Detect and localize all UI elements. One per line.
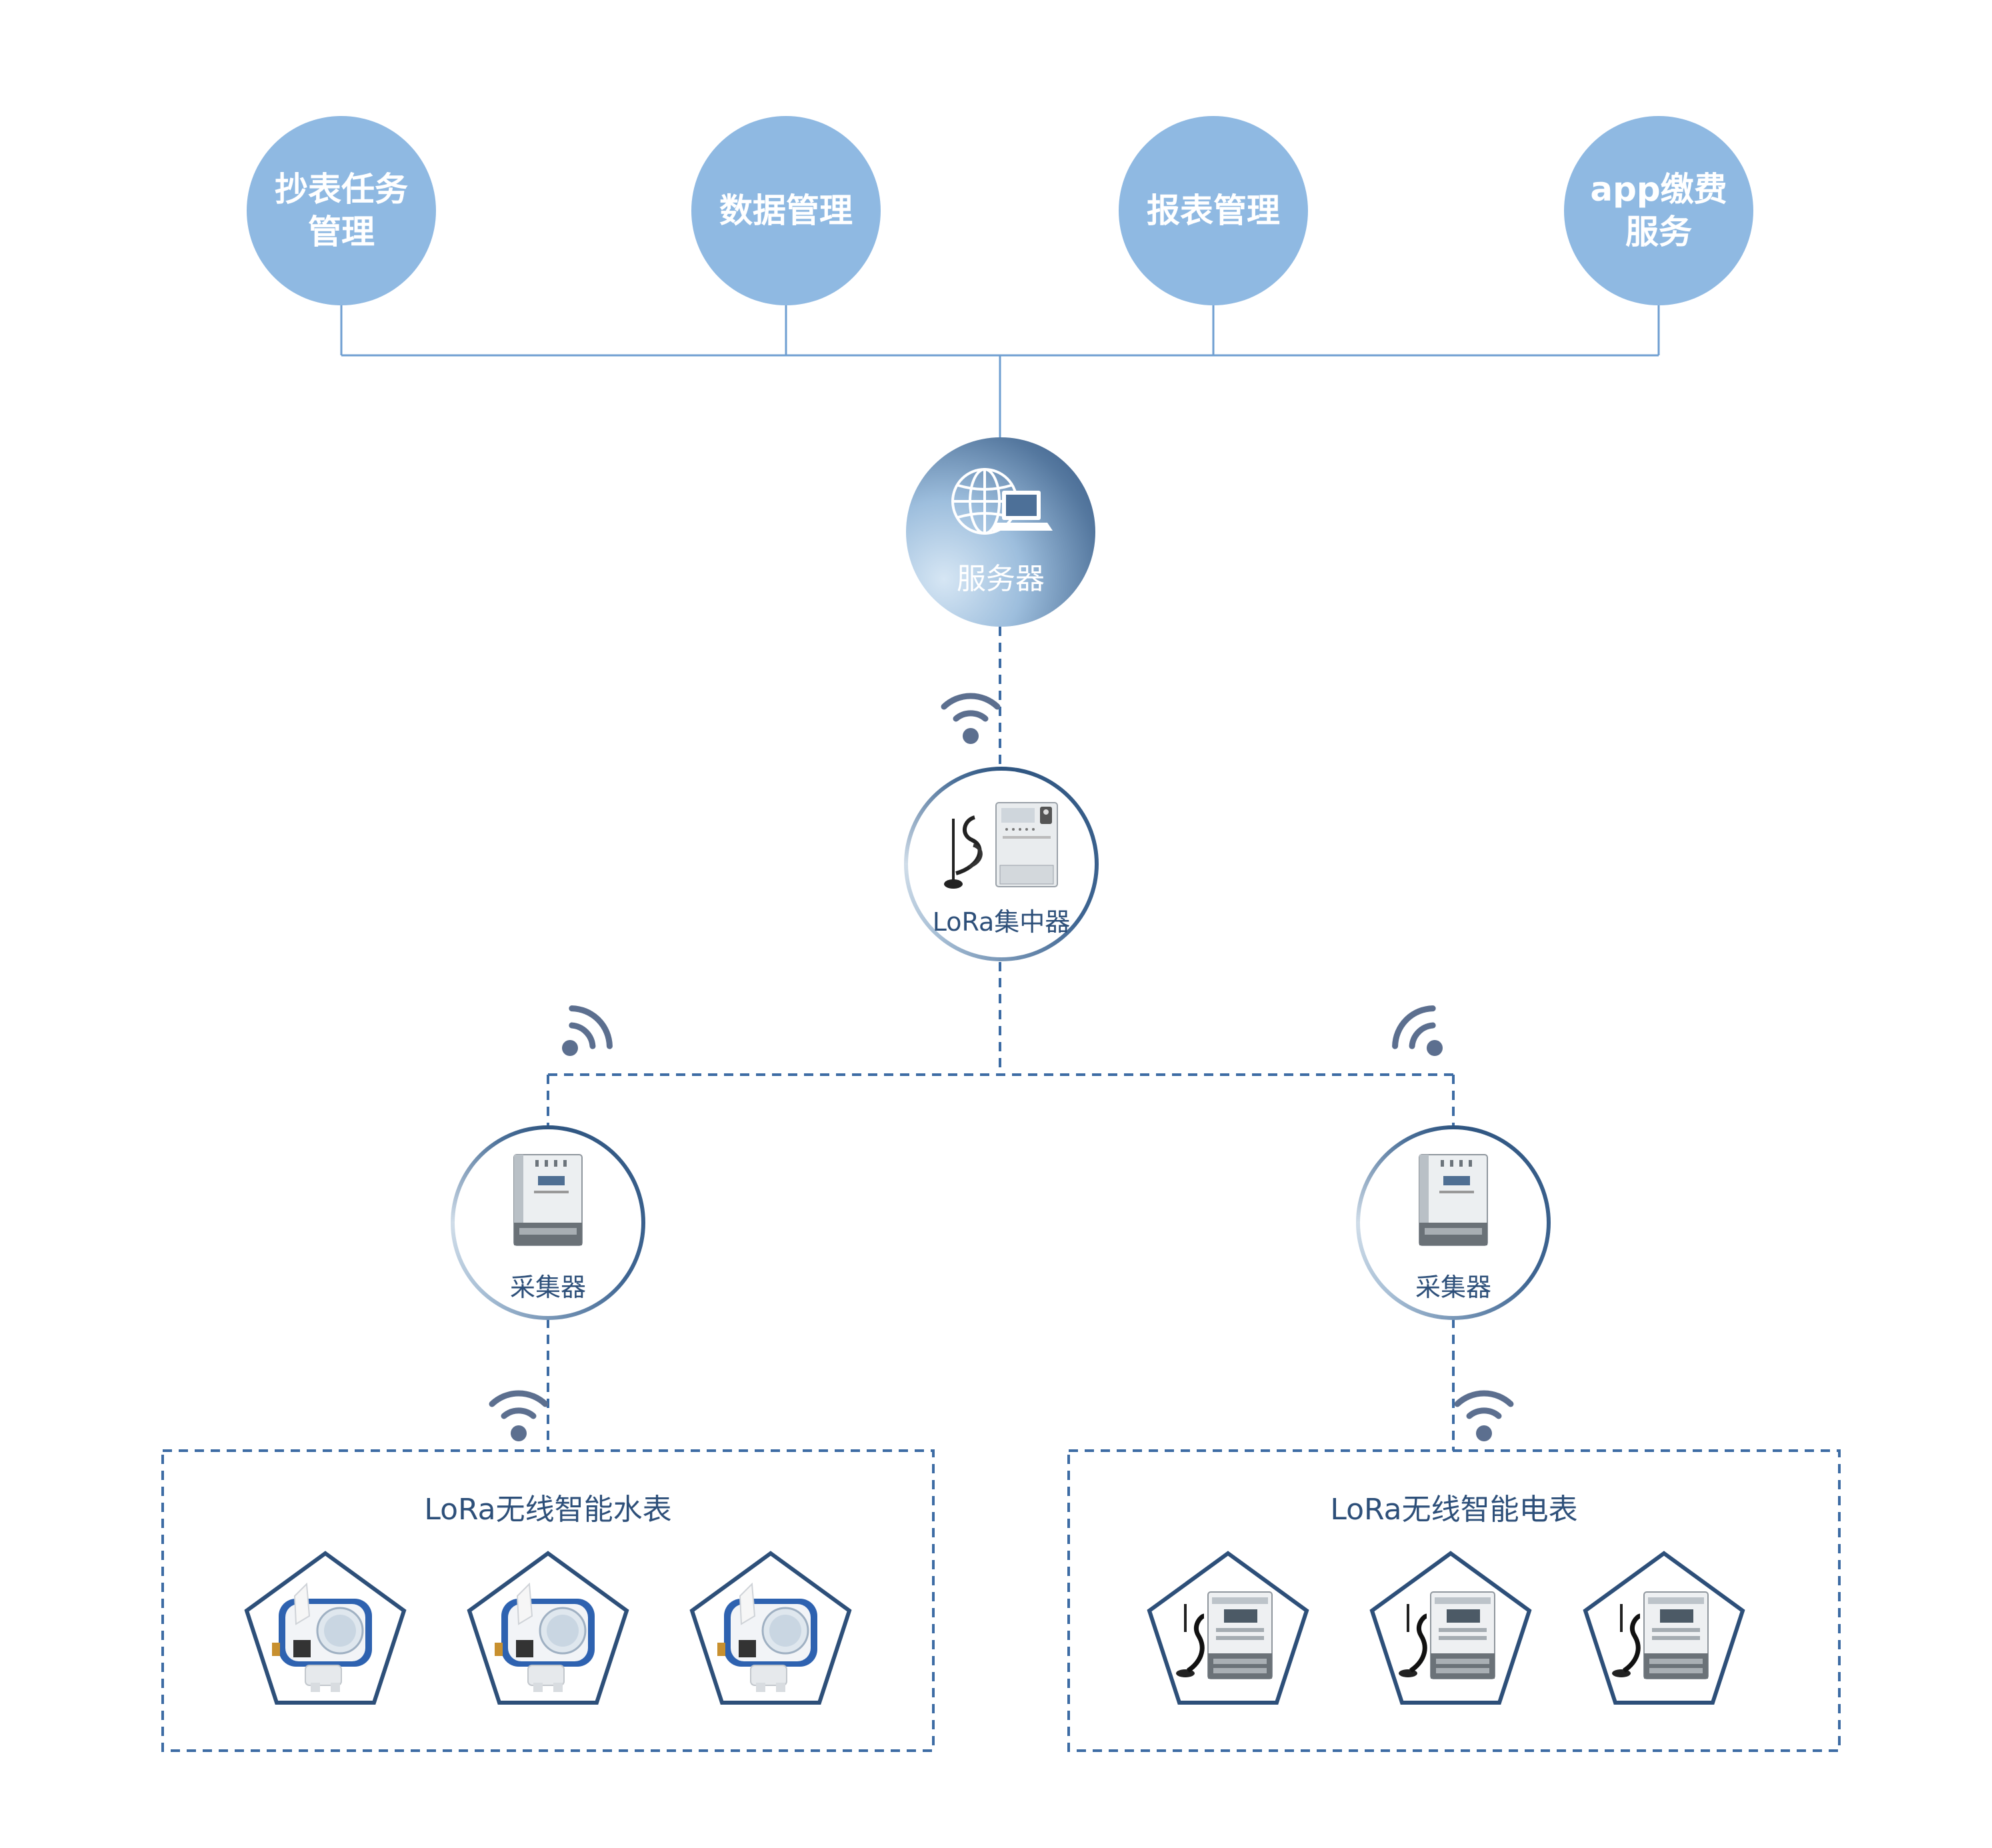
electric-meter-device[interactable] — [1372, 1553, 1529, 1703]
antenna-icon — [944, 815, 983, 889]
water-meter-device[interactable] — [247, 1553, 404, 1703]
service-label: app缴费 服务 — [1590, 168, 1727, 253]
wifi-icon — [1454, 1390, 1514, 1441]
dashed-links — [161, 627, 1841, 1752]
service-label-line: 管理 — [308, 213, 375, 251]
electric-meter-group-title: LoRa无线智能电表 — [1330, 1493, 1578, 1527]
service-label-line: 服务 — [1625, 213, 1692, 251]
collector-label: 采集器 — [509, 1273, 586, 1302]
service-report-management[interactable]: 报表管理 — [1119, 116, 1308, 305]
service-label-line: 报表管理 — [1147, 191, 1280, 230]
concentrator-node[interactable]: LoRa集中器 — [908, 771, 1095, 957]
concentrator-label: LoRa集中器 — [932, 907, 1071, 937]
service-data-management[interactable]: 数据管理 — [691, 116, 881, 305]
service-label-line: 数据管理 — [719, 191, 853, 230]
electric-meter-device[interactable] — [1585, 1553, 1743, 1703]
electric-meter-device[interactable] — [1149, 1553, 1307, 1703]
wifi-icon — [1392, 1005, 1443, 1056]
collector-label: 采集器 — [1415, 1273, 1491, 1302]
water-meter-device[interactable] — [469, 1553, 627, 1703]
service-label: 抄表任务 管理 — [275, 168, 408, 253]
wifi-icon — [941, 693, 1001, 744]
service-label-line: 抄表任务 — [275, 170, 408, 209]
service-app-payment[interactable]: app缴费 服务 — [1564, 116, 1753, 305]
service-bus — [340, 300, 1660, 440]
server-node[interactable]: 服务器 — [906, 437, 1095, 627]
globe-laptop-icon — [951, 468, 1053, 535]
collector-node-left[interactable]: 采集器 — [455, 1129, 641, 1316]
service-label: 数据管理 — [719, 189, 853, 232]
wifi-icon — [489, 1390, 549, 1441]
service-label-line: app缴费 — [1590, 170, 1727, 209]
collector-device-icon — [513, 1154, 583, 1246]
server-label: 服务器 — [957, 562, 1045, 596]
water-meter-group-title: LoRa无线智能水表 — [424, 1493, 672, 1527]
collector-device-icon — [1419, 1154, 1488, 1246]
collector-node-right[interactable]: 采集器 — [1360, 1129, 1547, 1316]
wifi-icon — [562, 1005, 613, 1056]
electric-meter-group-box — [1067, 1449, 1841, 1752]
water-meter-device[interactable] — [692, 1553, 849, 1703]
service-label: 报表管理 — [1147, 189, 1280, 232]
water-meter-group-box — [161, 1449, 935, 1752]
concentrator-device-icon — [995, 802, 1058, 887]
service-meter-reading-task[interactable]: 抄表任务 管理 — [247, 116, 436, 305]
